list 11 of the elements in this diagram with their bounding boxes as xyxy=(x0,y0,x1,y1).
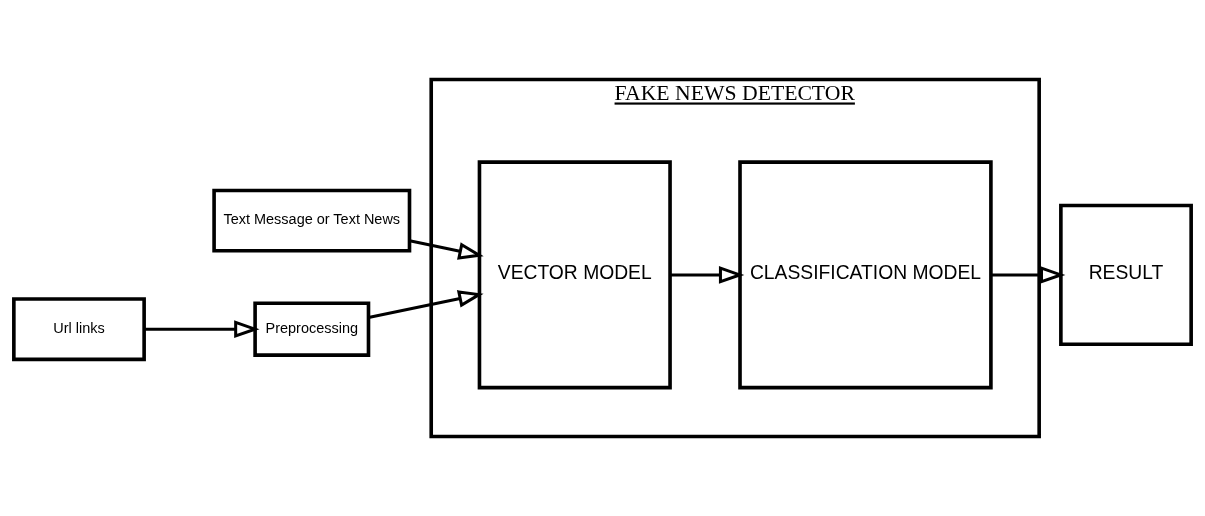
node-box: RESULT xyxy=(1059,203,1193,347)
arrow xyxy=(368,290,484,320)
arrow xyxy=(144,320,260,339)
node-box: Url links xyxy=(12,297,146,362)
node-box: Text Message or Text News xyxy=(212,188,412,253)
arrow xyxy=(670,266,745,284)
node-box: VECTOR MODEL xyxy=(477,160,672,390)
arrow xyxy=(409,239,484,260)
node-box: CLASSIFICATION MODEL xyxy=(738,160,993,390)
node-box: Preprocessing xyxy=(253,301,371,357)
arrow xyxy=(991,266,1066,284)
